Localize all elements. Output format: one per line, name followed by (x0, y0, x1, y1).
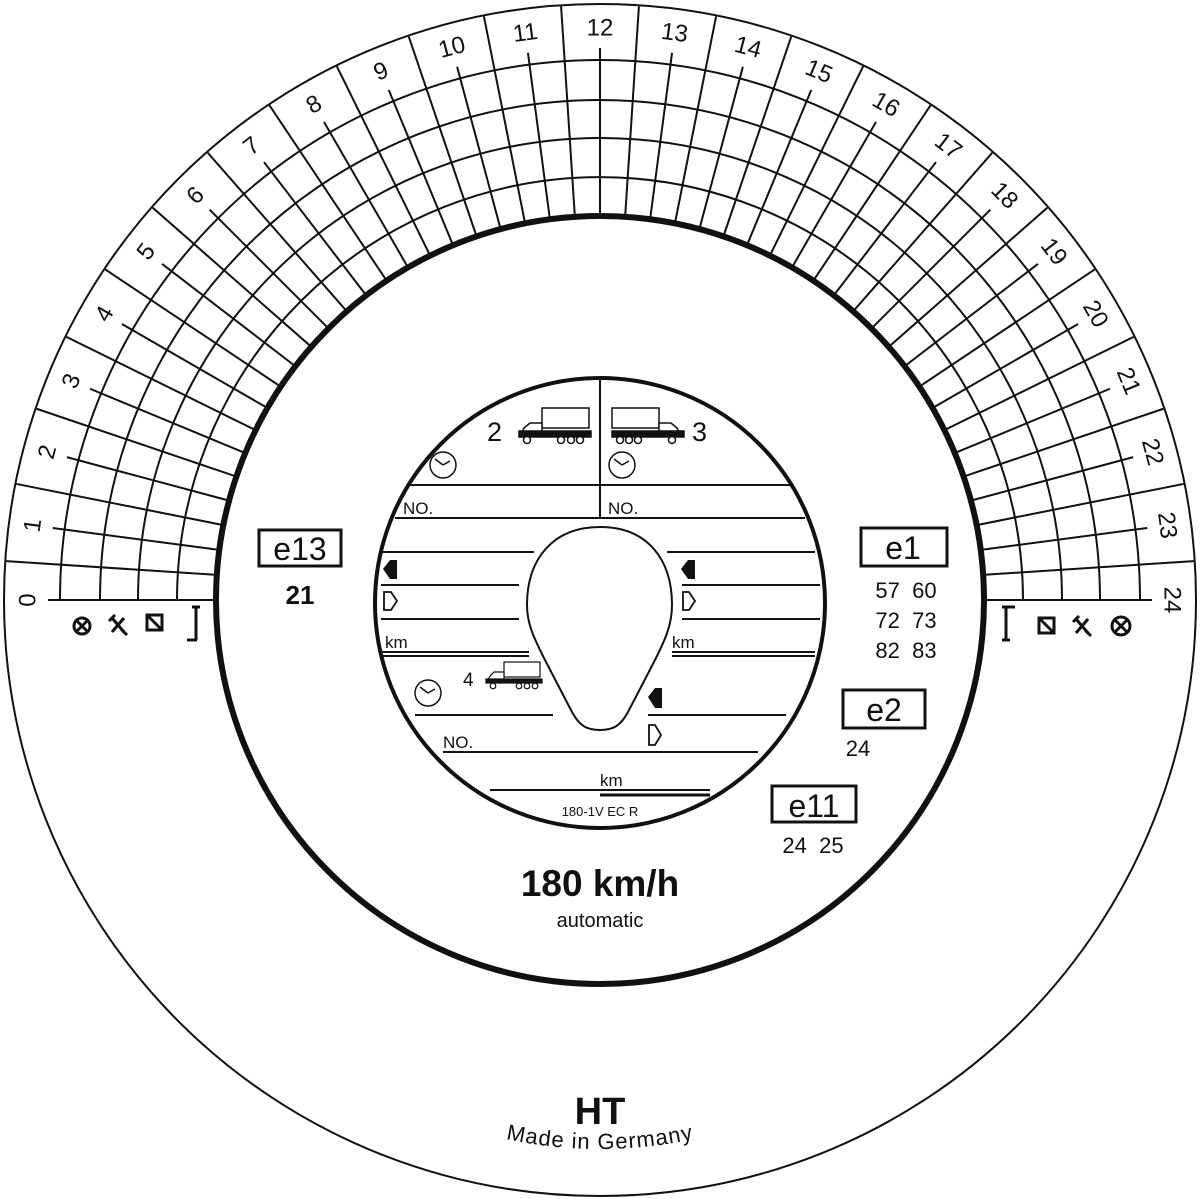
vehicle-2-number: 2 (487, 417, 502, 447)
crossed-hammers-icon (107, 613, 129, 637)
km-label-left: km (385, 633, 408, 652)
maker-logo: HT (575, 1091, 626, 1133)
hour-label: 11 (511, 18, 539, 48)
right-distance-lines (667, 551, 820, 657)
hour-label: 1 (19, 517, 48, 534)
steering-wheel-icon (72, 616, 92, 636)
clock-icon (429, 451, 457, 479)
vehicle-4-number: 4 (463, 670, 474, 691)
box-diagonal-icon (1037, 616, 1056, 635)
clock-icon (414, 679, 442, 707)
hour-label: 24 (1159, 587, 1186, 614)
arrow-left-filled-icon (383, 560, 397, 579)
crossed-hammers-icon (1071, 614, 1093, 638)
clock-icon (608, 451, 636, 479)
box-diagonal-icon (145, 613, 164, 632)
svg-text:e1: e1 (885, 530, 921, 566)
km-label-right: km (672, 633, 695, 652)
grid-inner-boundary (213, 213, 987, 987)
activity-symbols-right (1002, 605, 1132, 642)
no-label-bottom: NO. (443, 733, 473, 752)
svg-text:24: 24 (846, 736, 870, 761)
chart-type-code: 180-1V EC R (562, 804, 639, 819)
speed-range: 180 km/h (521, 863, 679, 904)
approval-e2: e2 24 (841, 688, 927, 761)
truck-icon (485, 661, 543, 690)
time-grid (6, 6, 1194, 601)
svg-text:e13: e13 (273, 531, 326, 567)
svg-text:57 60: 57 60 (875, 578, 936, 603)
hour-label: 0 (15, 593, 42, 606)
approval-e11: e11 24 25 (770, 784, 858, 858)
arrow-right-outline-icon (383, 591, 399, 611)
svg-text:21: 21 (286, 580, 315, 610)
svg-text:e11: e11 (788, 788, 839, 824)
hour-label: 13 (660, 18, 690, 48)
km-label-bottom: km (600, 771, 623, 790)
speed-mode: automatic (557, 910, 644, 932)
arrow-right-outline-icon (648, 724, 663, 746)
approval-e1: e1 57 60 72 73 82 83 (859, 526, 949, 663)
record-form: 2 3 NO. NO. (373, 376, 827, 830)
steering-wheel-icon (1110, 615, 1132, 637)
lower-form-lines (415, 714, 786, 797)
approval-e13: e13 21 (257, 528, 343, 610)
activity-symbols-left (72, 605, 200, 642)
svg-text:82 83: 82 83 (875, 638, 936, 663)
no-label-left: NO. (403, 499, 433, 518)
hour-label: 12 (587, 15, 614, 42)
truck-icon (611, 407, 685, 445)
left-distance-lines (381, 551, 534, 657)
form-lines (395, 484, 805, 519)
vehicle-3-number: 3 (692, 417, 707, 447)
bracket-bar-icon (187, 605, 200, 642)
center-spindle-cutout (525, 525, 674, 732)
arrow-right-outline-icon (682, 591, 697, 611)
arrow-left-filled-icon (681, 560, 695, 579)
hour-label: 23 (1152, 510, 1182, 540)
svg-text:e2: e2 (866, 692, 902, 728)
no-label-right: NO. (608, 499, 638, 518)
bracket-bar-icon (1002, 605, 1015, 642)
svg-text:72 73: 72 73 (875, 608, 936, 633)
truck-icon (518, 407, 592, 445)
arrow-left-filled-icon (648, 688, 662, 708)
svg-text:24 25: 24 25 (782, 833, 843, 858)
